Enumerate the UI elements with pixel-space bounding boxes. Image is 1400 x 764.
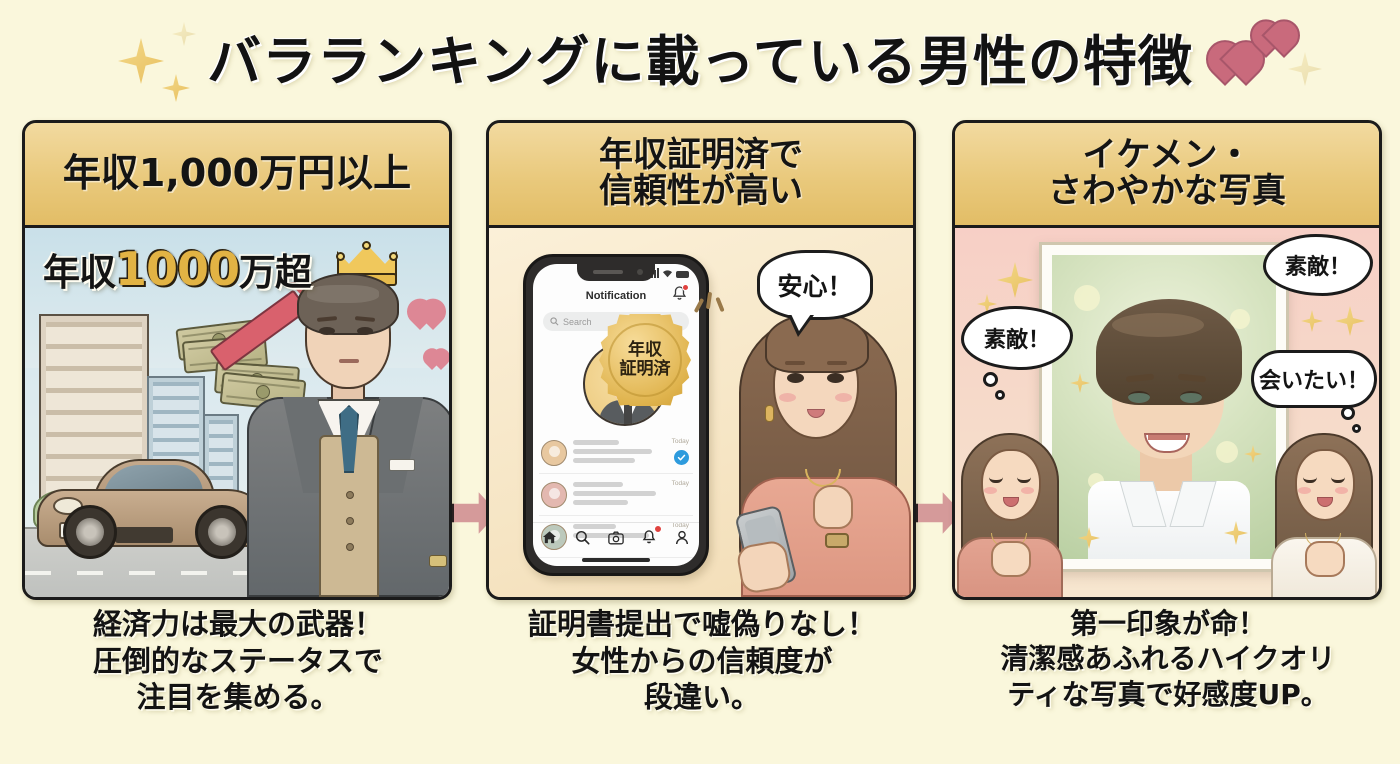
- seal-text: 年収 証明済: [619, 340, 671, 379]
- sparkle-icon: [997, 262, 1033, 298]
- income-overlay-number: 1000: [115, 242, 240, 296]
- caption-photo: 第一印象が命！ 清潔感あふれるハイクオリ ティな写真で好感度UP。: [1000, 607, 1336, 711]
- sparkle-icon: [162, 74, 190, 102]
- thought-bubble-suteki-right: 素敵！: [1263, 234, 1373, 296]
- page-title-bar: バラランキングに載っている男性の特徴: [0, 0, 1400, 112]
- home-icon[interactable]: [540, 528, 560, 548]
- speech-bubble-anshin: 安心！: [757, 250, 873, 337]
- sparkle-icon: [1335, 306, 1365, 336]
- card-income-illustration: 年収1000万超: [25, 228, 449, 597]
- notification-time: Today: [671, 522, 689, 529]
- sparkle-icon: [1301, 310, 1323, 332]
- heart-icon: [1208, 48, 1242, 82]
- battery-icon: [676, 271, 689, 278]
- income-overlay-text: 年収1000万超: [43, 242, 312, 296]
- phone-app-title: Notification: [585, 290, 647, 302]
- thought-bubble-aitai: 会いたい！: [1251, 350, 1377, 408]
- bell-icon[interactable]: [672, 284, 689, 303]
- thought-bubble-dot: [1352, 424, 1361, 433]
- notification-badge: [654, 524, 663, 533]
- thought-bubble-suteki-left: 素敵！: [961, 306, 1073, 370]
- card-income-header: 年収1,000万円以上: [25, 123, 449, 228]
- avatar: [541, 482, 567, 508]
- notification-badge: [682, 284, 689, 291]
- card-income: 年収1,000万円以上: [22, 120, 452, 600]
- verified-check-icon: [674, 450, 689, 465]
- speech-bubble-text: 安心！: [777, 272, 853, 301]
- income-overlay-suffix: 万超: [239, 251, 312, 294]
- thought-bubble-dot: [995, 390, 1005, 400]
- thought-bubble-text: 会いたい！: [1258, 369, 1369, 394]
- caption-verified: 証明書提出で嘘偽りなし！ 女性からの信頼度が 段違い。: [527, 607, 876, 715]
- card-photo-header: イケメン・ さわやかな写真: [955, 123, 1379, 228]
- page-title: バラランキングに載っている男性の特徴: [207, 29, 1193, 93]
- thought-bubble-dot: [1341, 406, 1355, 420]
- notification-time: Today: [671, 438, 689, 445]
- card-photo-header-text: イケメン・ さわやかな写真: [1048, 135, 1286, 211]
- income-overlay-prefix: 年収: [43, 251, 116, 294]
- phone-notch: [577, 264, 655, 281]
- apartment-building-icon: [39, 314, 149, 522]
- card-verified: 年収証明済で 信頼性が高い: [486, 120, 916, 600]
- sports-car-icon: [37, 449, 275, 561]
- cards-row: 年収1,000万円以上: [0, 112, 1400, 604]
- notification-time: Today: [671, 480, 689, 487]
- sparkle-icon: [1288, 52, 1322, 86]
- card-photo-illustration: 素敵！ 素敵！ 会いたい！: [955, 228, 1379, 597]
- thought-bubble-dot: [983, 372, 998, 387]
- avatar: [541, 440, 567, 466]
- camera-icon[interactable]: [606, 528, 626, 548]
- notification-row[interactable]: Today: [539, 476, 693, 516]
- person-icon[interactable]: [672, 528, 692, 548]
- phone-search-placeholder: Search: [563, 316, 592, 327]
- caption-income: 経済力は最大の武器！ 圧倒的なステータスで 注目を集める。: [92, 607, 383, 715]
- photo-frame: [1039, 242, 1289, 572]
- sparkle-icon: [118, 38, 164, 84]
- phone-app-header: Notification: [533, 284, 699, 308]
- search-icon: [550, 317, 559, 326]
- woman-with-phone-illustration: [721, 297, 913, 597]
- smartphone-mockup: Notification: [523, 254, 709, 576]
- bell-icon[interactable]: [639, 524, 663, 548]
- heart-icon: [1252, 26, 1280, 54]
- card-verified-header: 年収証明済で 信頼性が高い: [489, 123, 913, 228]
- bubble-tail-inner: [791, 314, 811, 331]
- wifi-icon: [663, 270, 672, 278]
- thought-bubble-text: 素敵！: [983, 328, 1050, 353]
- phone-tab-bar: [533, 522, 699, 552]
- search-icon[interactable]: [573, 528, 593, 548]
- woman-right-illustration: [1265, 429, 1379, 597]
- businessman-illustration: [247, 267, 449, 597]
- sparkle-icon: [172, 22, 196, 46]
- handsome-man-photo: [1082, 299, 1254, 559]
- home-indicator: [582, 558, 650, 562]
- card-verified-illustration: Notification: [489, 228, 913, 597]
- income-verified-seal: 年収 証明済: [599, 314, 691, 406]
- notification-row[interactable]: Today: [539, 434, 693, 474]
- woman-left-illustration: [955, 429, 1069, 597]
- thought-bubble-text: 素敵！: [1284, 255, 1351, 280]
- card-photo: イケメン・ さわやかな写真: [952, 120, 1382, 600]
- card-income-header-text: 年収1,000万円以上: [62, 151, 412, 196]
- card-verified-header-text: 年収証明済で 信頼性が高い: [599, 135, 803, 211]
